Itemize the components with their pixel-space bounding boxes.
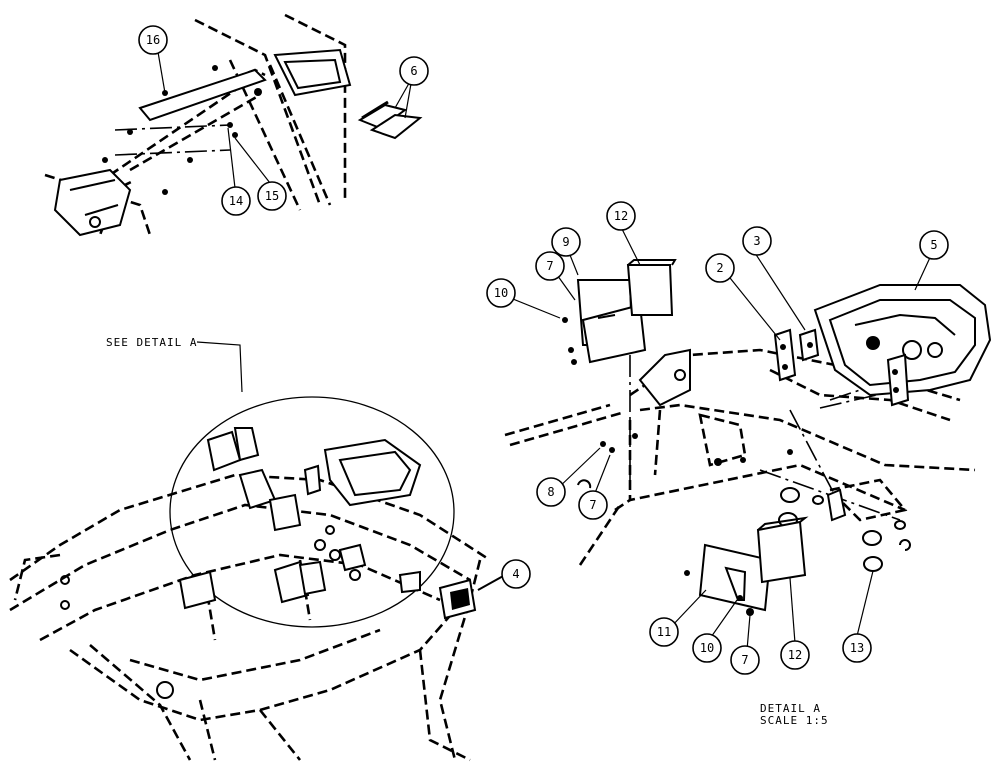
see-detail-label: SEE DETAIL A bbox=[106, 336, 197, 349]
callout-7-top: 7 bbox=[535, 251, 565, 281]
callout-2: 2 bbox=[705, 253, 735, 283]
callout-7-mid: 7 bbox=[578, 490, 608, 520]
detail-title: DETAIL A bbox=[760, 702, 821, 715]
svg-text:13: 13 bbox=[850, 641, 864, 655]
svg-text:11: 11 bbox=[657, 625, 671, 639]
svg-text:7: 7 bbox=[546, 259, 553, 273]
callout-9: 9 bbox=[551, 227, 581, 257]
top-left-view bbox=[44, 13, 423, 237]
callout-10-bottom: 10 bbox=[692, 633, 722, 663]
svg-text:10: 10 bbox=[700, 641, 714, 655]
svg-text:6: 6 bbox=[410, 64, 417, 78]
callout-12-bottom: 12 bbox=[780, 640, 810, 670]
detail-scale: SCALE 1:5 bbox=[760, 714, 829, 727]
callout-14: 14 bbox=[221, 186, 251, 216]
callout-15: 15 bbox=[257, 181, 287, 211]
svg-text:8: 8 bbox=[547, 485, 554, 499]
svg-text:4: 4 bbox=[512, 567, 519, 581]
svg-text:3: 3 bbox=[753, 234, 760, 248]
svg-text:10: 10 bbox=[494, 286, 508, 300]
svg-text:7: 7 bbox=[589, 498, 596, 512]
svg-text:15: 15 bbox=[265, 189, 279, 203]
callout-16: 16 bbox=[138, 25, 168, 55]
callout-12-top: 12 bbox=[606, 201, 636, 231]
svg-text:7: 7 bbox=[741, 653, 748, 667]
detail-a-circle bbox=[169, 396, 455, 628]
svg-text:12: 12 bbox=[614, 209, 628, 223]
svg-text:16: 16 bbox=[146, 33, 160, 47]
callout-13: 13 bbox=[842, 633, 872, 663]
svg-text:12: 12 bbox=[788, 648, 802, 662]
callout-7-bottom: 7 bbox=[730, 645, 760, 675]
svg-text:14: 14 bbox=[229, 194, 243, 208]
svg-text:9: 9 bbox=[562, 235, 569, 249]
callout-8: 8 bbox=[536, 477, 566, 507]
detail-a-view bbox=[504, 259, 992, 616]
callout-6: 6 bbox=[399, 56, 429, 86]
svg-text:5: 5 bbox=[930, 238, 937, 252]
callout-4: 4 bbox=[501, 559, 531, 589]
lower-left-view bbox=[9, 396, 506, 762]
callout-10-top: 10 bbox=[486, 278, 516, 308]
callout-5: 5 bbox=[919, 230, 949, 260]
svg-text:2: 2 bbox=[716, 261, 723, 275]
callout-3: 3 bbox=[742, 226, 772, 256]
callout-11: 11 bbox=[649, 617, 679, 647]
